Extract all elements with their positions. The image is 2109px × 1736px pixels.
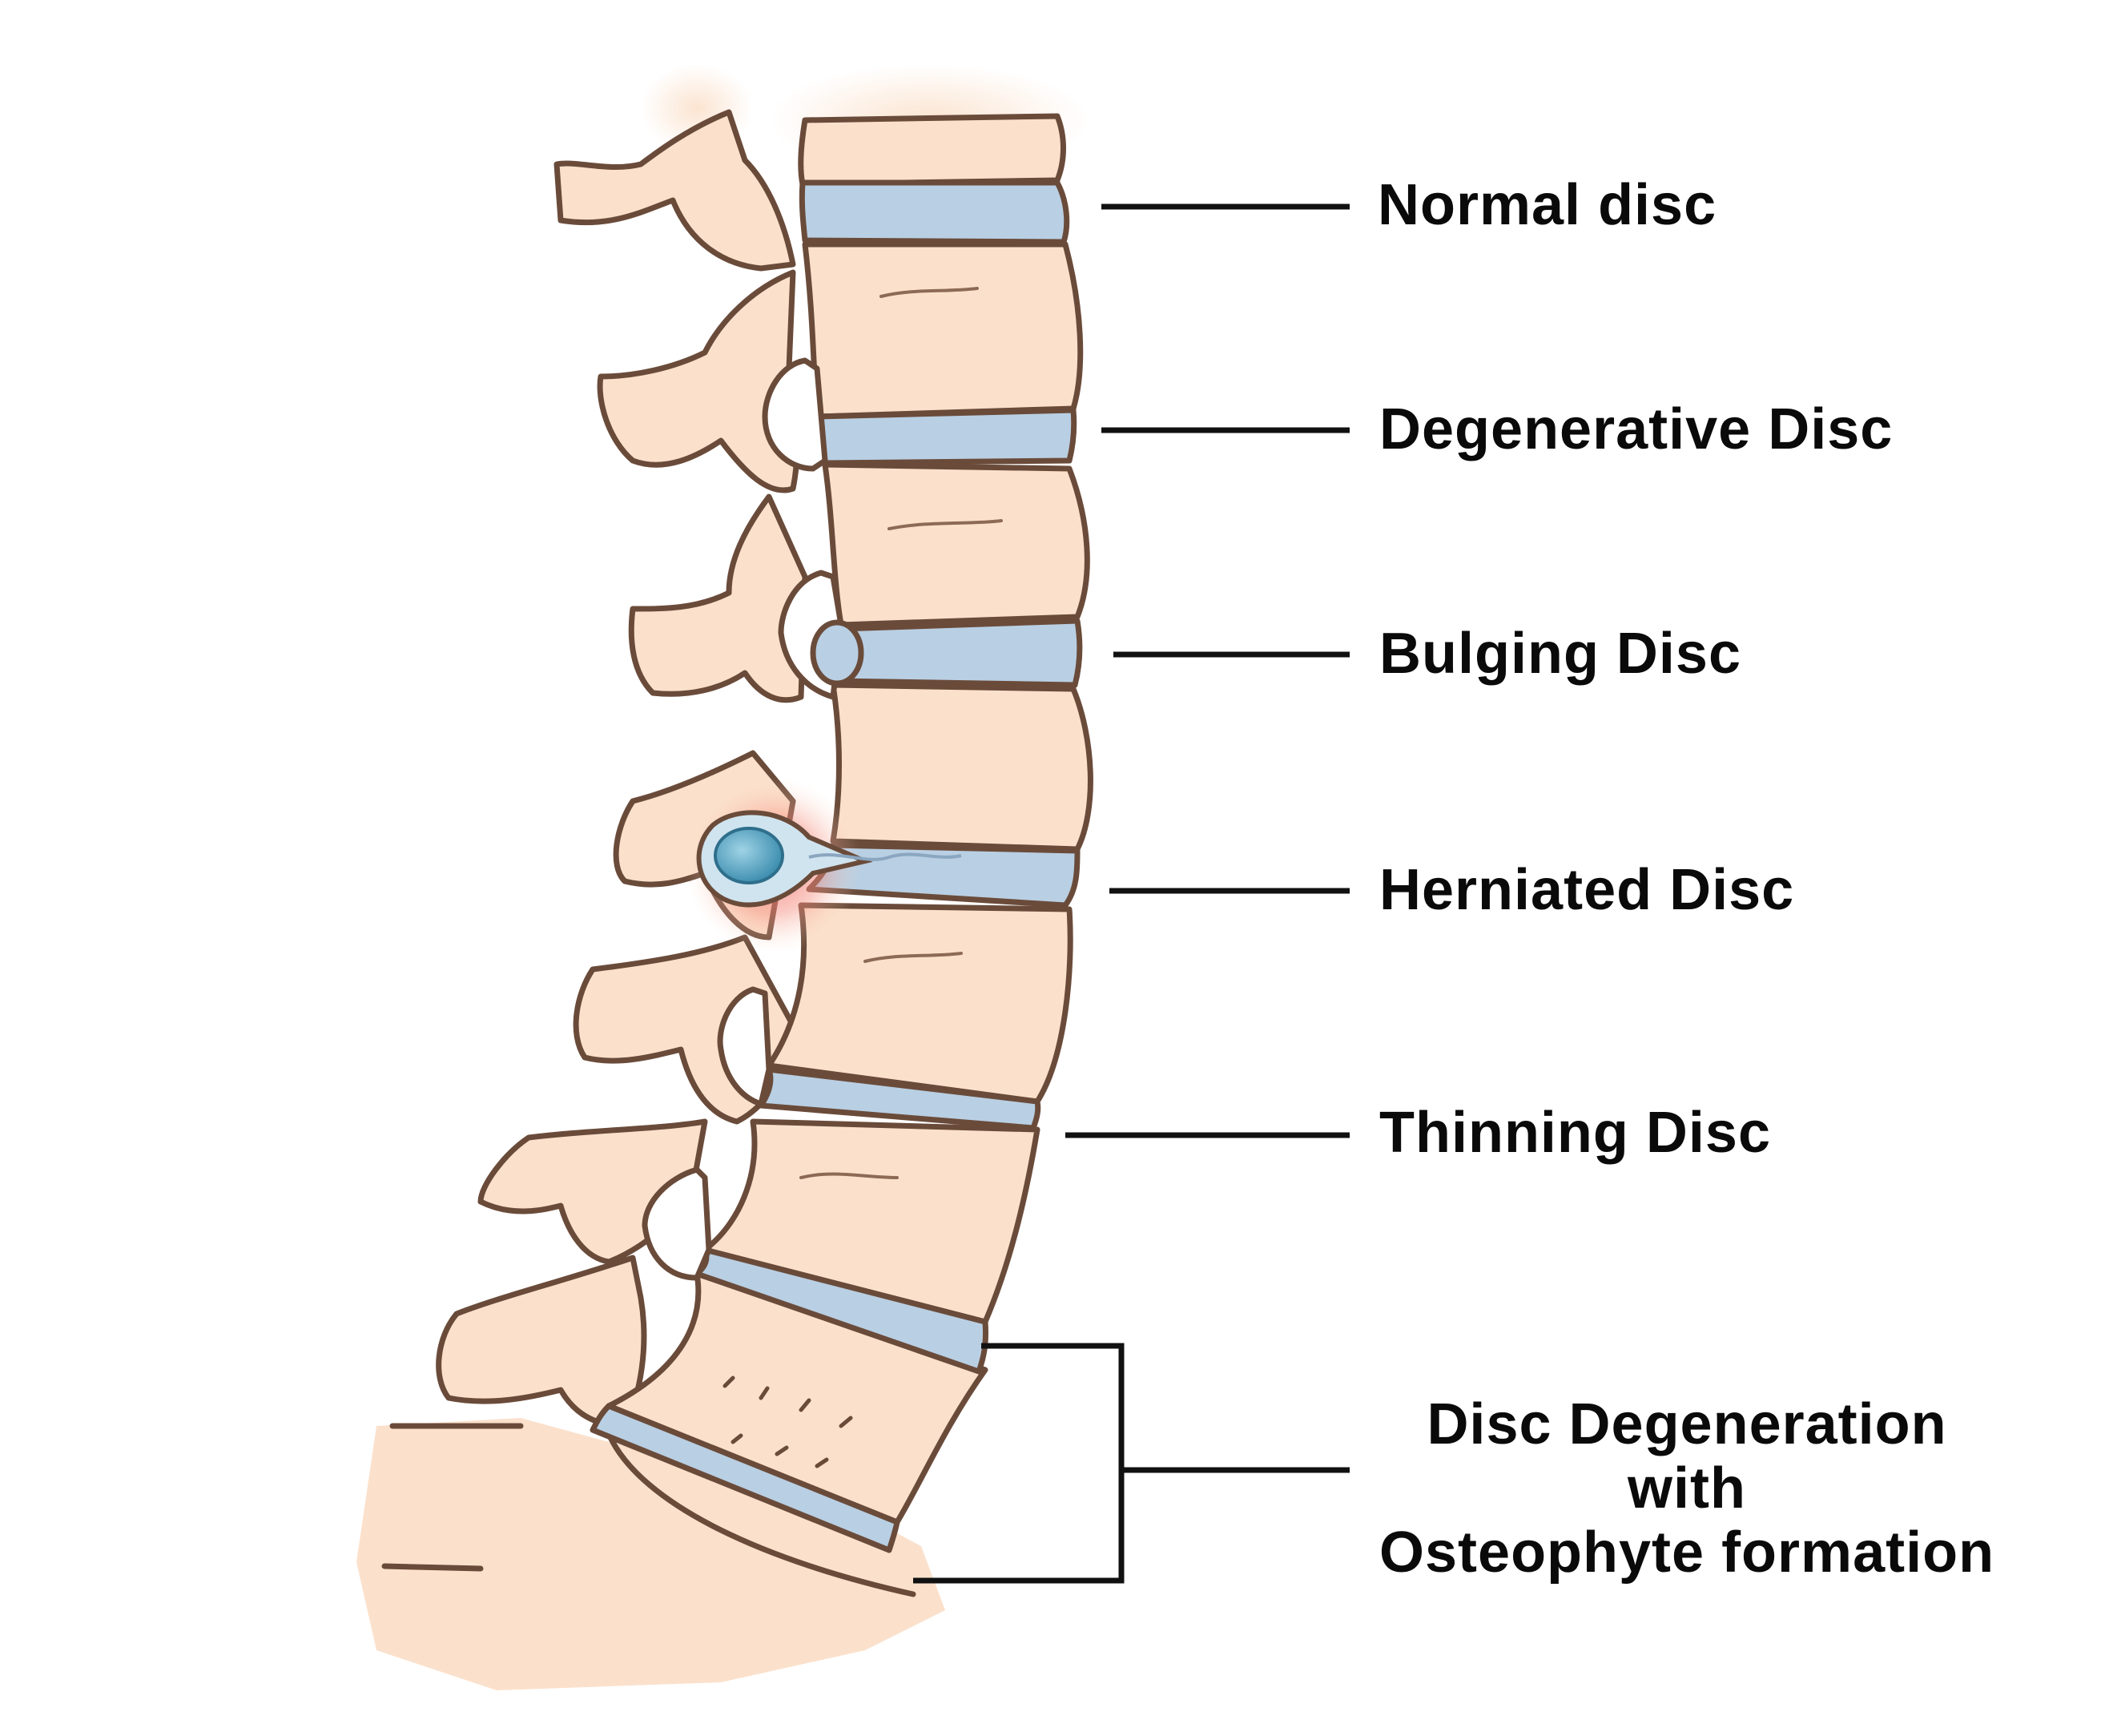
label-osteophyte-line1: Disc Degeneration (1427, 1392, 1947, 1456)
disc-degenerative (814, 407, 1077, 466)
sacrum-outline (381, 1423, 916, 1597)
vertebra-detail-lines (799, 287, 1003, 1179)
label-degenerative-disc: Degenerative Disc (1379, 397, 1894, 461)
label-osteophyte-formation: Disc Degeneration with Osteophyte format… (1379, 1392, 1994, 1585)
osteophyte-spurs (722, 1376, 853, 1468)
spine-illustration (356, 109, 1093, 1690)
label-normal-disc: Normal disc (1378, 173, 1717, 237)
foramen-2 (762, 357, 828, 472)
leader-osteophyte-bracket (913, 1343, 1350, 1584)
label-thinning-disc: Thinning Disc (1379, 1101, 1771, 1165)
disc-thinning (758, 1066, 1041, 1131)
disc-osteophyte-lower (590, 1403, 900, 1553)
disc-bulge (810, 619, 864, 687)
foramen-6 (642, 1166, 712, 1281)
posterior-process-2 (597, 269, 800, 493)
vertebra-4 (830, 682, 1093, 852)
vertebra-3 (822, 461, 1090, 628)
herniated-nucleus (714, 827, 784, 884)
disc-bulging (834, 618, 1083, 688)
label-osteophyte-line2: with (1628, 1456, 1747, 1521)
posterior-process-1 (553, 109, 796, 272)
label-bulging-disc: Bulging Disc (1379, 622, 1742, 686)
herniation-tear (808, 852, 962, 861)
label-osteophyte-line3: Osteophyte formation (1379, 1521, 1995, 1585)
vertebra-2 (802, 241, 1084, 420)
label-herniated-disc: Herniated Disc (1379, 858, 1795, 922)
leader-lines (913, 203, 1350, 1584)
foramen-5 (717, 986, 772, 1107)
vertebra-1 (798, 113, 1066, 187)
disc-normal (799, 179, 1070, 245)
posterior-process-3 (628, 493, 808, 703)
